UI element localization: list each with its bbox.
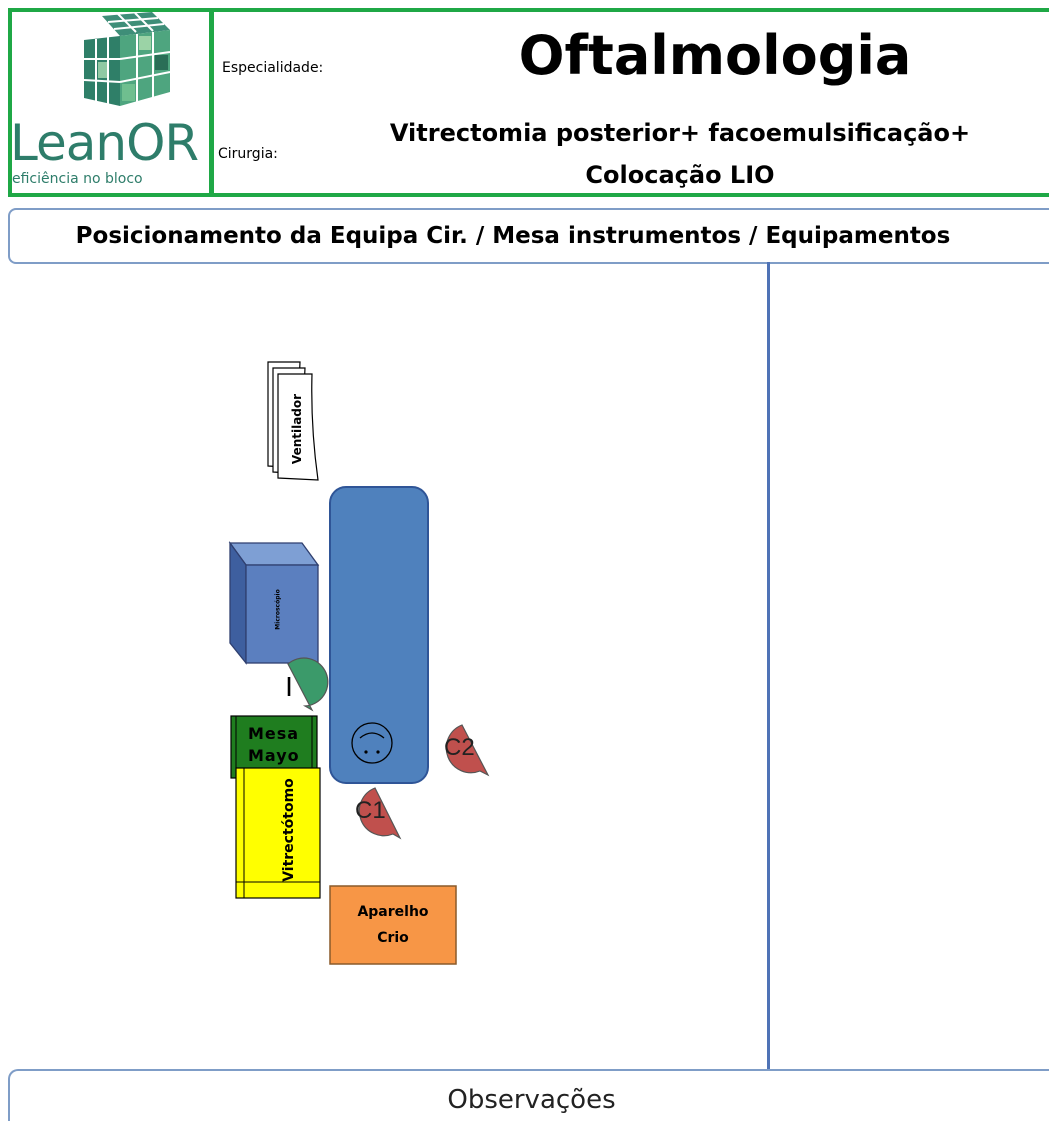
vitrectome-label: Vitrectótomo xyxy=(280,778,297,882)
leanor-cube-icon xyxy=(83,12,171,106)
microscope-shape xyxy=(228,541,320,665)
ventilator-label: Ventilador xyxy=(290,393,305,465)
section-header-bar xyxy=(8,208,1049,264)
logo-wordmark: LeanOR xyxy=(10,114,199,172)
surgeon1-label: C1 xyxy=(355,797,386,824)
anesthetist-shape xyxy=(287,657,329,712)
observations-bar xyxy=(8,1069,1049,1121)
cryo-device-label-line1: Aparelho xyxy=(357,904,429,920)
cryo-device-shape xyxy=(329,885,457,965)
surgery-label: Cirurgia: xyxy=(218,146,278,162)
logo-tagline: eficiência no bloco xyxy=(12,171,143,187)
mayo-table-label-line1: Mesa xyxy=(248,724,300,743)
surgery-name-line1: Vitrectomia posterior+ facoemulsificação… xyxy=(389,119,971,147)
surgeon2-shape xyxy=(445,724,490,777)
header-info-panel xyxy=(210,8,1049,197)
section-title: Posicionamento da Equipa Cir. / Mesa ins… xyxy=(75,223,951,249)
observations-title: Observações xyxy=(447,1085,616,1115)
surgeon1-shape xyxy=(358,787,402,840)
mayo-table-label-line2: Mayo xyxy=(248,746,300,765)
specialty-value: Oftalmologia xyxy=(518,24,912,87)
vitrectome-shape xyxy=(235,767,321,899)
microscope-label: Microscópio xyxy=(274,589,282,630)
surgery-name-line2: Colocação LIO xyxy=(585,161,775,189)
anesthetist-label: I xyxy=(285,671,293,702)
surgeon2-label: C2 xyxy=(444,734,475,761)
column-divider xyxy=(767,262,770,1072)
operating-table xyxy=(329,486,429,784)
specialty-label: Especialidade: xyxy=(222,60,324,76)
ventilator-shape xyxy=(267,361,319,481)
cryo-device-label-line2: Crio xyxy=(377,930,409,946)
patient-face xyxy=(351,722,393,764)
